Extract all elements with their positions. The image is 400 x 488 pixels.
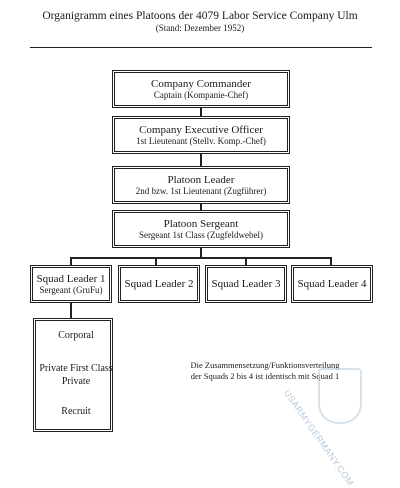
connector-line bbox=[200, 204, 202, 210]
squad-leader-1-title: Squad Leader 1 bbox=[36, 272, 106, 285]
squad-leader-4-title: Squad Leader 4 bbox=[297, 277, 367, 290]
rank-private-first-class: Private First Class bbox=[39, 363, 113, 374]
connector-line bbox=[70, 303, 72, 318]
connector-line bbox=[200, 248, 202, 258]
platoon-sergeant-box: Platoon Sergeant Sergeant 1st Class (Zug… bbox=[112, 210, 290, 248]
connector-line bbox=[155, 257, 157, 265]
squad-leader-3-box: Squad Leader 3 bbox=[205, 265, 287, 303]
watermark-shield-icon bbox=[318, 368, 362, 424]
squad-leader-3-title: Squad Leader 3 bbox=[211, 277, 281, 290]
platoon-sergeant-title: Platoon Sergeant bbox=[163, 217, 239, 230]
squad-leader-1-box: Squad Leader 1 Sergeant (GruFu) bbox=[30, 265, 112, 303]
company-commander-title: Company Commander bbox=[151, 77, 251, 90]
executive-officer-title: Company Executive Officer bbox=[139, 123, 263, 136]
connector-line bbox=[245, 257, 247, 265]
chart-subtitle: (Stand: Dezember 1952) bbox=[155, 23, 245, 33]
title-rule bbox=[30, 47, 372, 48]
squad-note: Die Zusammensetzung/Funktionsverteilung … bbox=[150, 360, 380, 383]
squad-ranks-box: Corporal Private First Class Private Rec… bbox=[33, 318, 113, 432]
connector-line bbox=[70, 257, 332, 259]
rank-private: Private bbox=[61, 376, 91, 387]
chart-title: Organigramm eines Platoons der 4079 Labo… bbox=[42, 10, 358, 22]
platoon-leader-title: Platoon Leader bbox=[167, 173, 235, 186]
note-line-2: der Squads 2 bis 4 ist identisch mit Squ… bbox=[190, 371, 340, 382]
company-commander-rank: Captain (Kompanie-Chef) bbox=[153, 90, 249, 101]
platoon-leader-rank: 2nd bzw. 1st Lieutenant (Zugführer) bbox=[135, 186, 267, 197]
executive-officer-rank: 1st Lieutenant (Stellv. Komp.-Chef) bbox=[136, 136, 266, 147]
squad-leader-1-rank: Sergeant (GruFu) bbox=[39, 285, 103, 296]
platoon-leader-box: Platoon Leader 2nd bzw. 1st Lieutenant (… bbox=[112, 166, 290, 204]
note-line-1: Die Zusammensetzung/Funktionsverteilung bbox=[190, 360, 340, 370]
squad-leader-4-box: Squad Leader 4 bbox=[291, 265, 373, 303]
platoon-sergeant-rank: Sergeant 1st Class (Zugfeldwebel) bbox=[138, 230, 264, 241]
rank-recruit: Recruit bbox=[61, 406, 91, 417]
executive-officer-box: Company Executive Officer 1st Lieutenant… bbox=[112, 116, 290, 154]
connector-line bbox=[200, 154, 202, 166]
company-commander-box: Company Commander Captain (Kompanie-Chef… bbox=[112, 70, 290, 108]
rank-corporal: Corporal bbox=[58, 330, 94, 341]
squad-leader-2-box: Squad Leader 2 bbox=[118, 265, 200, 303]
connector-line bbox=[200, 108, 202, 116]
connector-line bbox=[330, 257, 332, 265]
squad-leader-2-title: Squad Leader 2 bbox=[124, 277, 194, 290]
connector-line bbox=[70, 257, 72, 265]
